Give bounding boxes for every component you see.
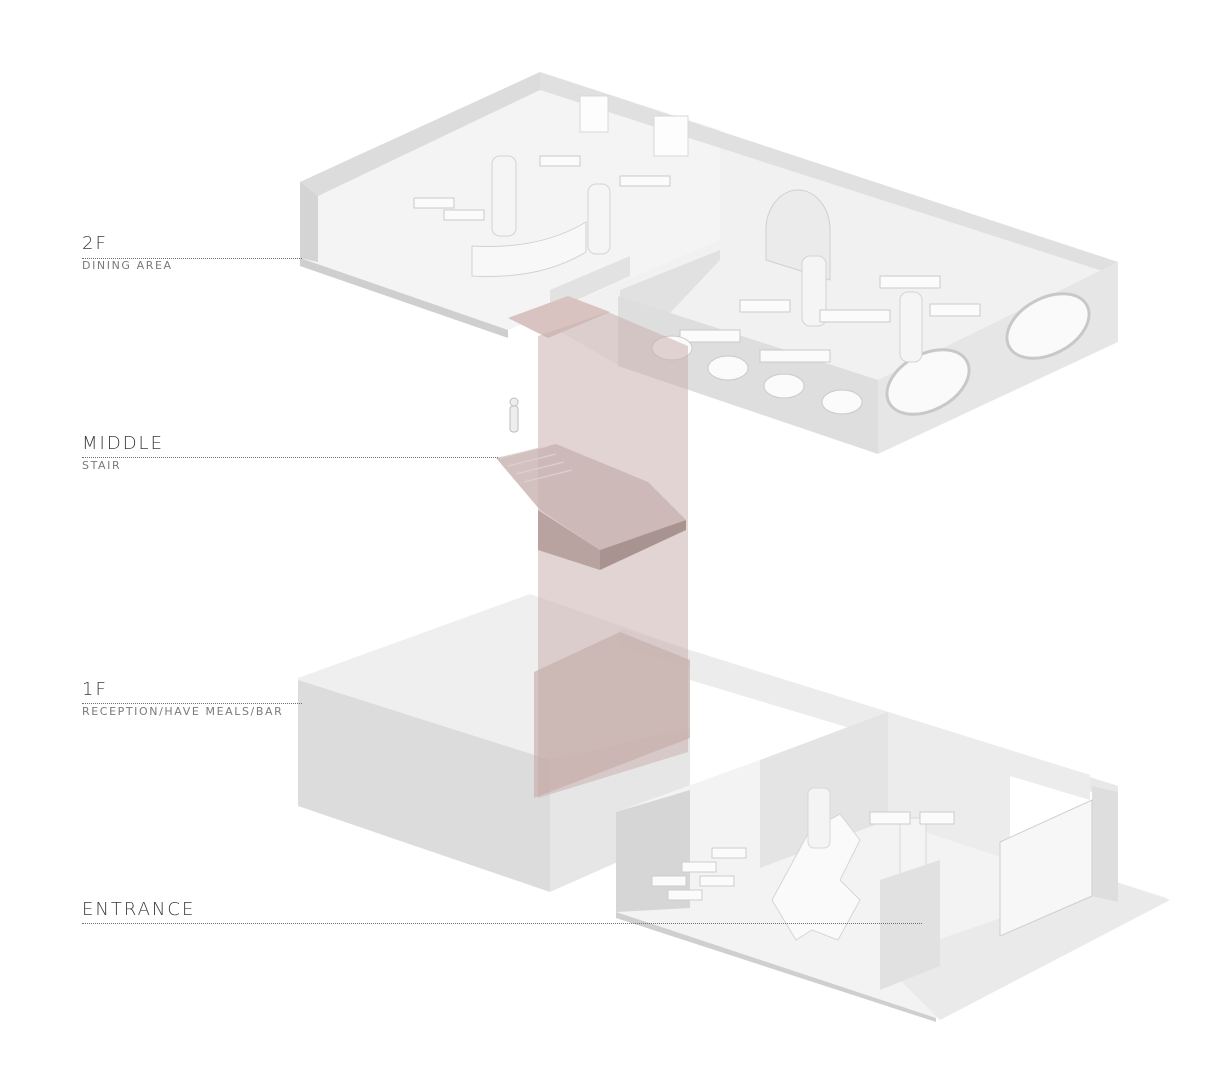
floor-2-column-a [491, 155, 517, 237]
floor-2-left-wall [300, 182, 318, 262]
floor-1-volume [298, 594, 1170, 1022]
middle-stair-block-side [600, 520, 686, 570]
floor-1-left-box-front [298, 680, 550, 892]
entrance-door-frame [880, 860, 940, 990]
floor-2-column-d [899, 291, 923, 363]
leader-entrance [82, 923, 922, 924]
floor-2-back-wall-left [300, 72, 540, 196]
floor-2-stair-opening [508, 296, 610, 338]
floor-2-oval-window-b [1005, 292, 1091, 360]
label-entrance: ENTRANCE [82, 900, 195, 920]
person-figure [509, 397, 519, 433]
floor-2-column-c [801, 255, 827, 327]
label-middle-subtitle: STAIR [82, 459, 122, 472]
floor-1-column-b [807, 787, 831, 849]
floor-2-window-b [653, 115, 689, 157]
stair-core [496, 312, 690, 798]
floor-1-entrance-slab [880, 880, 1170, 1020]
label-middle: MIDDLE STAIR [82, 434, 164, 472]
label-middle-title: MIDDLE [82, 433, 164, 454]
middle-stair-block-front [538, 510, 600, 570]
middle-stair-block-top [496, 444, 686, 550]
floor-2-curved-counter [471, 221, 587, 277]
floor-2-column-b [587, 183, 611, 255]
label-2f: 2F DINING AREA [82, 234, 173, 272]
floor-1-right-front-edge [616, 912, 936, 1022]
floor-1-right-wall [1092, 786, 1118, 902]
label-2f-title: 2F [82, 233, 108, 254]
leader-1f [82, 703, 302, 704]
floor-2-left-front-edge [300, 258, 508, 338]
floor-1-glass-room [999, 799, 1093, 937]
floor-2-window-a [579, 95, 609, 133]
label-1f-subtitle: RECEPTION/HAVE MEALS/BAR [82, 705, 284, 718]
leader-2f [82, 258, 302, 259]
label-1f-title: 1F [82, 679, 108, 700]
middle-stair-steps [499, 445, 573, 483]
label-entrance-title: ENTRANCE [82, 899, 196, 920]
floor-1-stair-well [534, 632, 690, 798]
label-2f-subtitle: DINING AREA [82, 259, 173, 272]
floor-2-volume [300, 72, 1118, 454]
label-1f: 1F RECEPTION/HAVE MEALS/BAR [82, 680, 283, 718]
leader-middle [82, 457, 498, 458]
